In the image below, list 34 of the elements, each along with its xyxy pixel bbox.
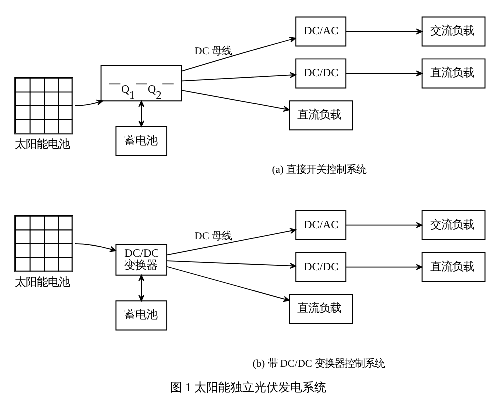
arrow bbox=[346, 222, 423, 228]
node-box: DC/AC bbox=[296, 16, 347, 47]
node-box: 蓄电池 bbox=[116, 300, 168, 331]
arrow bbox=[138, 275, 145, 302]
node-box: 蓄电池 bbox=[116, 126, 168, 156]
node-box: DC/AC bbox=[296, 210, 347, 240]
arrow bbox=[346, 264, 423, 270]
arrow bbox=[182, 90, 290, 112]
node-box: 交流负载 bbox=[422, 210, 486, 240]
node-box: 直流负载 bbox=[289, 100, 354, 131]
node-box: DC/DC bbox=[296, 58, 347, 89]
edge-label: DC 母线 bbox=[194, 231, 232, 242]
arrow bbox=[346, 28, 423, 35]
node-label: 太阳能电池 bbox=[14, 277, 70, 290]
node-box: DC/DC 变换器 bbox=[116, 244, 168, 276]
label: (a) 直接开关控制系统 bbox=[272, 165, 367, 176]
node-label: 太阳能电池 bbox=[14, 139, 70, 152]
arrow bbox=[166, 228, 296, 256]
arrow bbox=[182, 72, 296, 82]
label: (b) 带 DC/DC 变换器控制系统 bbox=[252, 358, 385, 370]
node-box: 直流负载 bbox=[289, 294, 354, 324]
caption: 图 1 太阳能独立光伏发电系统 bbox=[170, 380, 327, 395]
arrow bbox=[75, 100, 104, 106]
node-box: 交流负载 bbox=[422, 16, 486, 47]
arrow bbox=[182, 37, 296, 72]
arrow bbox=[75, 243, 116, 252]
node-box: DC/DC bbox=[296, 252, 347, 282]
arrow bbox=[346, 70, 423, 77]
arrow bbox=[166, 266, 290, 302]
arrow bbox=[166, 260, 296, 270]
node-box: 直流负载 bbox=[422, 252, 486, 282]
node-box: 直流负载 bbox=[422, 58, 486, 89]
edge-label: DC 母线 bbox=[194, 46, 232, 58]
arrow bbox=[138, 100, 145, 128]
